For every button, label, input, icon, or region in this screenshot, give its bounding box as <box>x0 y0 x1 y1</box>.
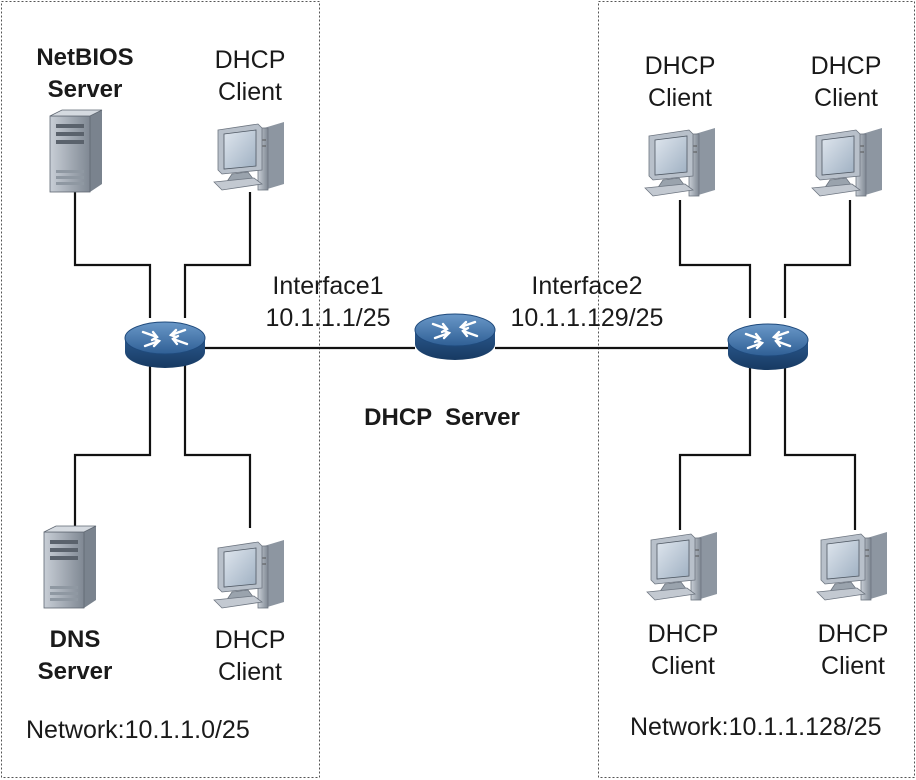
interface1-name: Interface1 <box>272 272 384 300</box>
left-top-client-label-line1: DHCP <box>214 46 286 74</box>
left-top-client-label: DHCP Client <box>190 44 310 108</box>
netbios-server-label-line2: Server <box>47 76 123 103</box>
netbios-server-label-line1: NetBIOS <box>36 44 134 71</box>
dhcp-server-label: DHCP Server <box>364 404 520 431</box>
dhcp-server-router-icon <box>413 312 497 362</box>
left-switch-router-icon <box>123 320 207 370</box>
dns-server-label-line1: DNS <box>49 626 101 653</box>
interface1-ip: 10.1.1.1/25 <box>265 304 391 332</box>
right-bottom-right-client-icon <box>816 531 888 601</box>
left-bottom-client-label-line1: DHCP <box>214 626 286 654</box>
left-network-boundary <box>1 1 320 778</box>
right-network-label: Network:10.1.1.128/25 <box>630 713 882 741</box>
left-network-label: Network:10.1.1.0/25 <box>26 716 250 744</box>
right-top-left-client-label-line2: Client <box>648 84 712 112</box>
right-bottom-left-client-label: DHCP Client <box>623 618 743 682</box>
right-top-left-client-icon <box>644 127 716 197</box>
left-bottom-client-icon <box>213 539 285 609</box>
left-bottom-client-label: DHCP Client <box>190 624 310 688</box>
netbios-server-label: NetBIOS Server <box>10 42 160 106</box>
right-bottom-right-client-label-line2: Client <box>821 652 885 680</box>
right-top-right-client-label-line2: Client <box>814 84 878 112</box>
right-top-right-client-label-line1: DHCP <box>810 52 882 80</box>
right-top-right-client-label: DHCP Client <box>786 50 906 114</box>
connection-lines <box>73 192 857 530</box>
interface2-label: Interface2 10.1.1.129/25 <box>497 270 677 334</box>
interface2-name: Interface2 <box>531 272 643 300</box>
dns-server-icon <box>43 525 97 609</box>
right-bottom-left-client-icon <box>646 531 718 601</box>
netbios-server-icon <box>49 109 103 193</box>
right-top-right-client-icon <box>811 127 883 197</box>
right-bottom-left-client-label-line1: DHCP <box>647 620 719 648</box>
right-switch-router-icon <box>726 322 810 372</box>
dns-server-label: DNS Server <box>0 624 150 688</box>
right-bottom-left-client-label-line2: Client <box>651 652 715 680</box>
dns-server-label-line2: Server <box>37 658 113 685</box>
left-top-client-icon <box>213 121 285 191</box>
right-network-boundary <box>598 1 915 778</box>
interface2-ip: 10.1.1.129/25 <box>510 304 664 332</box>
right-top-left-client-label: DHCP Client <box>620 50 740 114</box>
left-bottom-client-label-line2: Client <box>218 658 282 686</box>
right-bottom-right-client-label-line1: DHCP <box>817 620 889 648</box>
left-top-client-label-line2: Client <box>218 78 282 106</box>
right-bottom-right-client-label: DHCP Client <box>793 618 913 682</box>
interface1-label: Interface1 10.1.1.1/25 <box>248 270 408 334</box>
right-top-left-client-label-line1: DHCP <box>644 52 716 80</box>
